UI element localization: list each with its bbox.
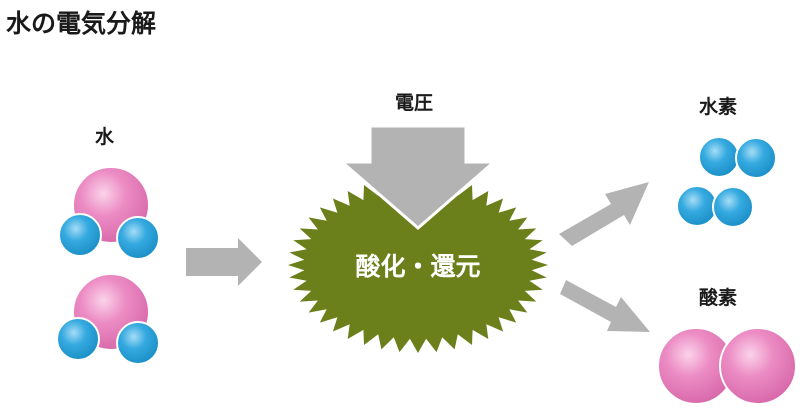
voltage-label: 電圧 bbox=[395, 92, 434, 114]
water-molecule-icon bbox=[58, 166, 160, 260]
reaction-label: 酸化・還元 bbox=[355, 252, 481, 281]
water-label: 水 bbox=[95, 126, 115, 148]
oxygen-molecule-icon bbox=[657, 327, 797, 405]
arrow-icon bbox=[186, 238, 262, 286]
page-title: 水の電気分解 bbox=[6, 9, 157, 38]
burst-icon bbox=[288, 177, 548, 353]
hydrogen-molecule-icon bbox=[676, 185, 754, 228]
arrow-icon bbox=[337, 124, 499, 230]
arrow-icon bbox=[560, 280, 650, 332]
oxygen-label: 酸素 bbox=[699, 287, 738, 309]
arrow-icon bbox=[559, 182, 649, 246]
water-molecule-icon bbox=[56, 273, 160, 365]
hydrogen-molecule-icon bbox=[698, 136, 777, 179]
hydrogen-label: 水素 bbox=[699, 96, 738, 118]
